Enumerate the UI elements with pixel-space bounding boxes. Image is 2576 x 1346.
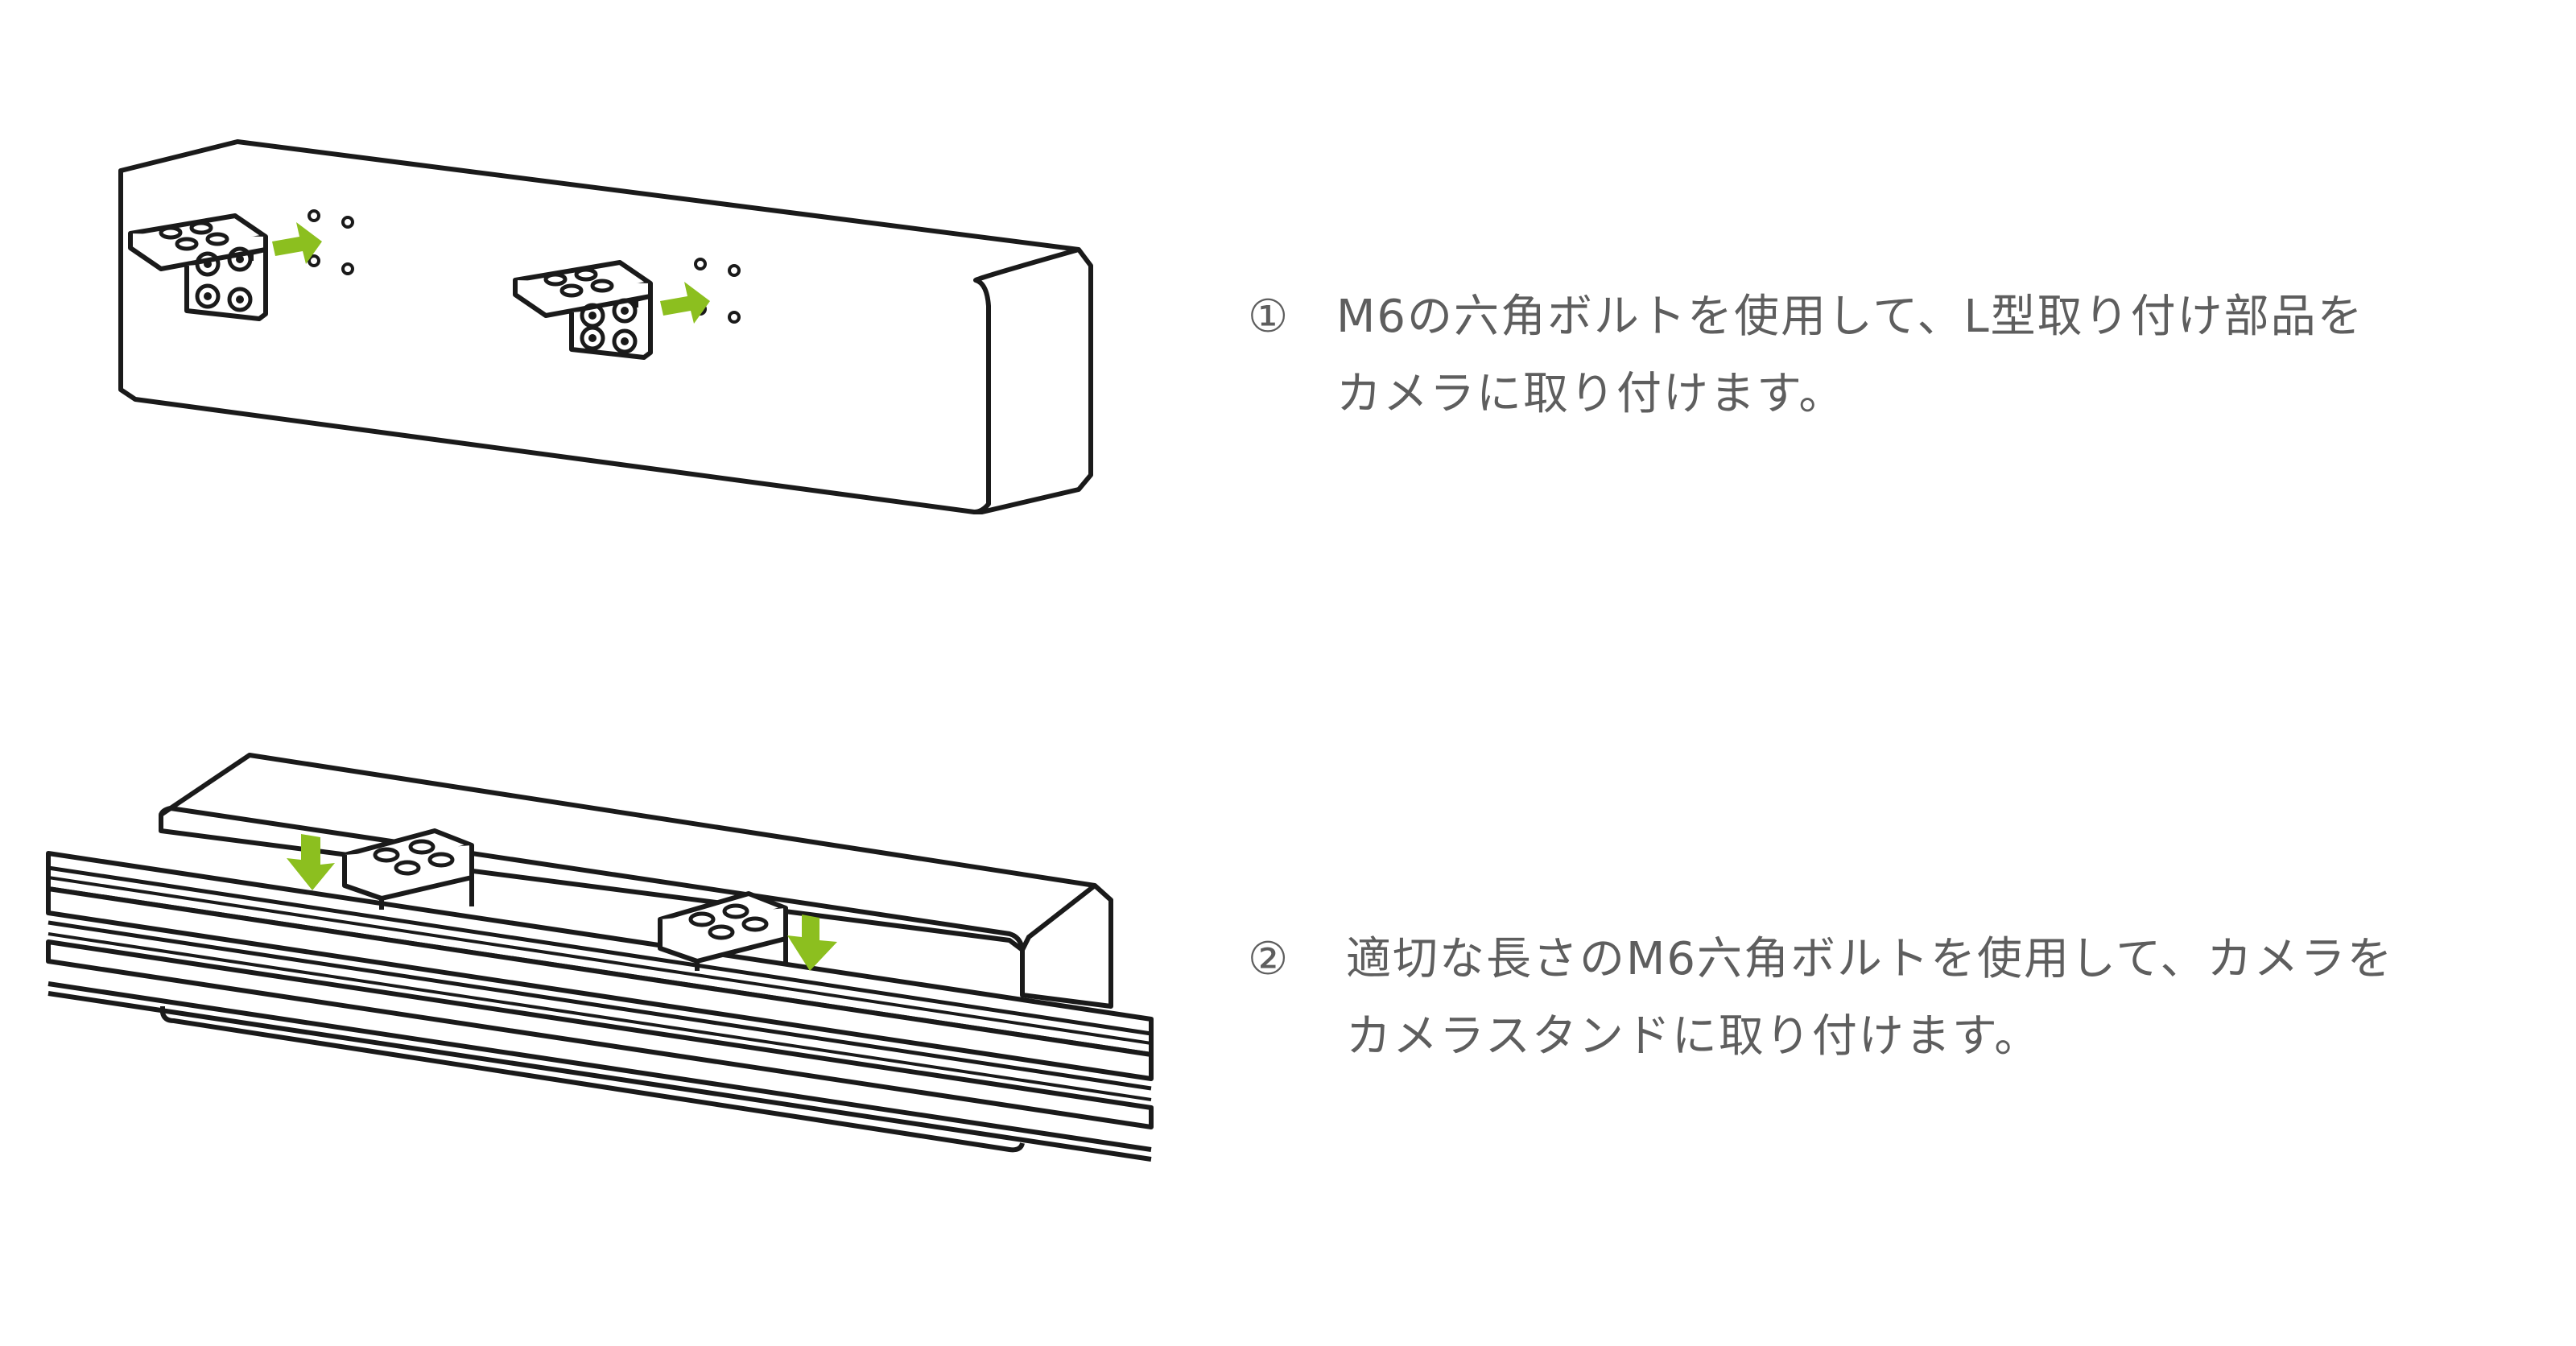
step-text-line: カメラスタンドに取り付けます。	[1346, 1010, 2041, 1063]
step-text-line: カメラに取り付けます。	[1336, 368, 1846, 420]
step-number: ②	[1248, 933, 1290, 985]
step1-bracket-right	[513, 260, 653, 360]
step-text: M6の六角ボルトを使用して、L型取り付け部品を カメラに取り付けます。	[1336, 279, 2364, 433]
arrow-icon	[272, 222, 322, 264]
step2-bracket-left	[342, 828, 474, 910]
arrow-icon	[787, 915, 837, 971]
step2-camera	[159, 753, 1113, 1153]
step-text: 適切な長さのM6六角ボルトを使用して、カメラを カメラスタンドに取り付けます。	[1346, 921, 2393, 1076]
arrow-icon	[287, 834, 335, 890]
step-text-line: 適切な長さのM6六角ボルトを使用して、カメラを	[1346, 933, 2394, 985]
step2-bracket-right	[658, 891, 788, 971]
step-number: ①	[1248, 291, 1290, 343]
step-text-line: M6の六角ボルトを使用して、L型取り付け部品を	[1336, 291, 2364, 343]
arrow-icon	[660, 282, 710, 324]
camera-stand-rail	[46, 851, 1154, 1162]
step1-bracket-left	[128, 213, 268, 321]
